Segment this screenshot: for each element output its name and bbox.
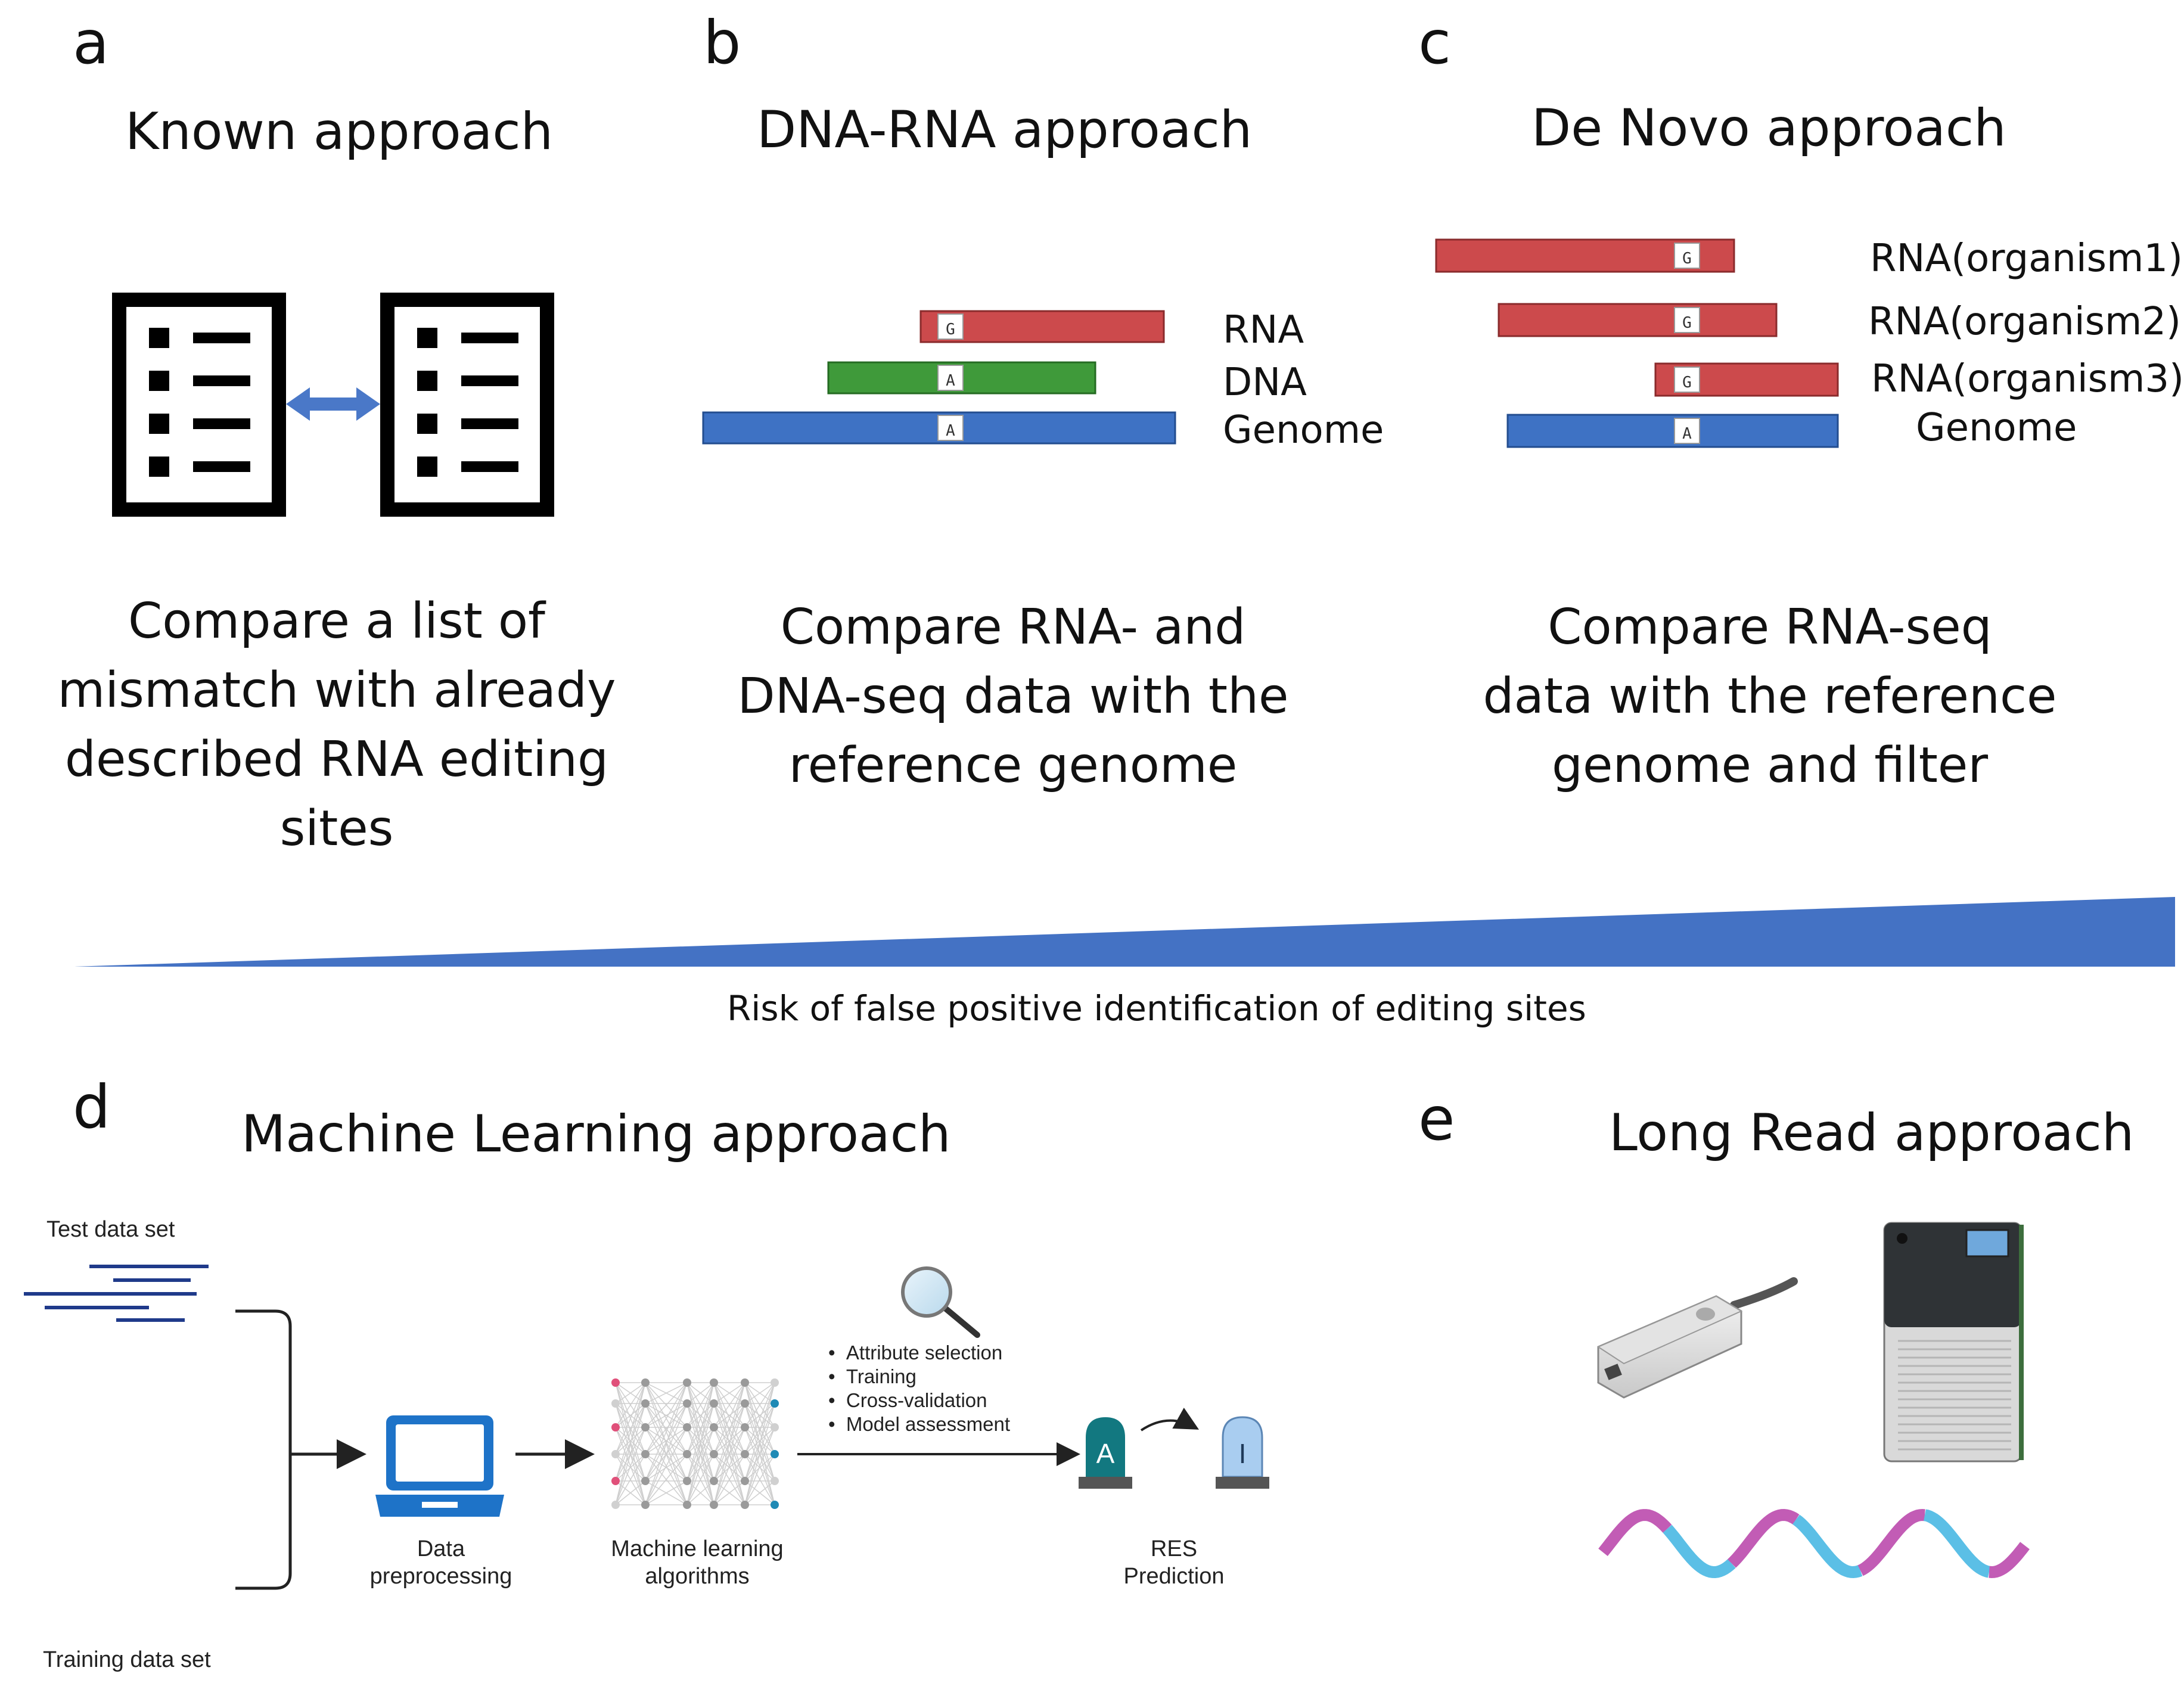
track-label-genome: Genome <box>1223 408 1384 452</box>
track-rna-organism3 <box>1654 362 1839 397</box>
risk-label: Risk of false positive identification of… <box>727 988 1586 1029</box>
ml-step: • Model assessment <box>828 1413 1011 1435</box>
panel-letter-e: e <box>1418 1084 1455 1154</box>
track-label-genome-c: Genome <box>1916 406 2077 450</box>
track-genome-c <box>1506 414 1839 448</box>
long-read-wave-icon <box>1598 1508 2030 1579</box>
beacon-i-icon <box>1216 1416 1269 1489</box>
track-label-rna: RNA <box>1223 308 1304 352</box>
test-data-lines-icon <box>24 1265 209 1322</box>
beacon-letter-a: A <box>1096 1438 1115 1469</box>
track-dna-b <box>827 361 1096 395</box>
base-letter-dna: A <box>946 372 955 390</box>
track-label-rna-organism3: RNA(organism3) <box>1871 357 2184 401</box>
magnifier-icon <box>901 1266 980 1338</box>
document-icon-left <box>112 293 286 517</box>
promethion-sequencer-icon <box>1883 1222 2024 1462</box>
track-rna-b <box>919 310 1165 343</box>
panel-letter-a: a <box>73 8 110 77</box>
laptop-icon <box>375 1415 504 1517</box>
panel-letter-b: b <box>703 8 741 77</box>
base-letter-rna: G <box>946 321 955 339</box>
compare-double-arrow-icon <box>286 387 380 421</box>
title-known-approach: Known approach <box>125 102 554 162</box>
title-long-read-approach: Long Read approach <box>1609 1103 2135 1163</box>
base-letter-rna1: G <box>1682 250 1692 268</box>
ml-step: • Attribute selection <box>828 1342 1003 1364</box>
panel-letter-c: c <box>1418 8 1451 77</box>
test-data-label: Test data set <box>46 1217 175 1242</box>
track-genome-b <box>702 411 1176 445</box>
track-label-rna-organism2: RNA(organism2) <box>1868 300 2181 344</box>
neural-network-icon <box>611 1378 779 1509</box>
track-rna-organism2 <box>1498 303 1778 337</box>
base-letter-rna2: G <box>1682 314 1692 332</box>
track-rna-organism1 <box>1435 238 1735 273</box>
base-letter-genome: A <box>946 422 955 440</box>
ml-step: • Training <box>828 1365 917 1387</box>
base-letter-rna3: G <box>1682 374 1692 392</box>
risk-wedge <box>74 897 2175 967</box>
document-icon-right <box>380 293 554 517</box>
minion-sequencer-icon <box>1596 1277 1798 1399</box>
title-dna-rna-approach: DNA-RNA approach <box>757 100 1253 160</box>
ml-step: • Cross-validation <box>828 1389 987 1411</box>
training-data-label: Training data set <box>43 1647 211 1672</box>
transition-curved-arrow <box>1140 1407 1199 1432</box>
beacon-letter-i: I <box>1239 1438 1247 1469</box>
track-label-dna: DNA <box>1223 361 1307 405</box>
track-label-rna-organism1: RNA(organism1) <box>1870 237 2183 281</box>
base-letter-genome-c: A <box>1682 425 1692 443</box>
title-de-novo-approach: De Novo approach <box>1531 98 2006 158</box>
merge-bracket <box>235 1309 366 1590</box>
title-machine-learning-approach: Machine Learning approach <box>241 1104 951 1164</box>
panel-letter-d: d <box>73 1072 111 1142</box>
ml-steps-list: • Attribute selection • Training • Cross… <box>828 1341 1010 1436</box>
beacon-a-icon <box>1079 1417 1132 1489</box>
